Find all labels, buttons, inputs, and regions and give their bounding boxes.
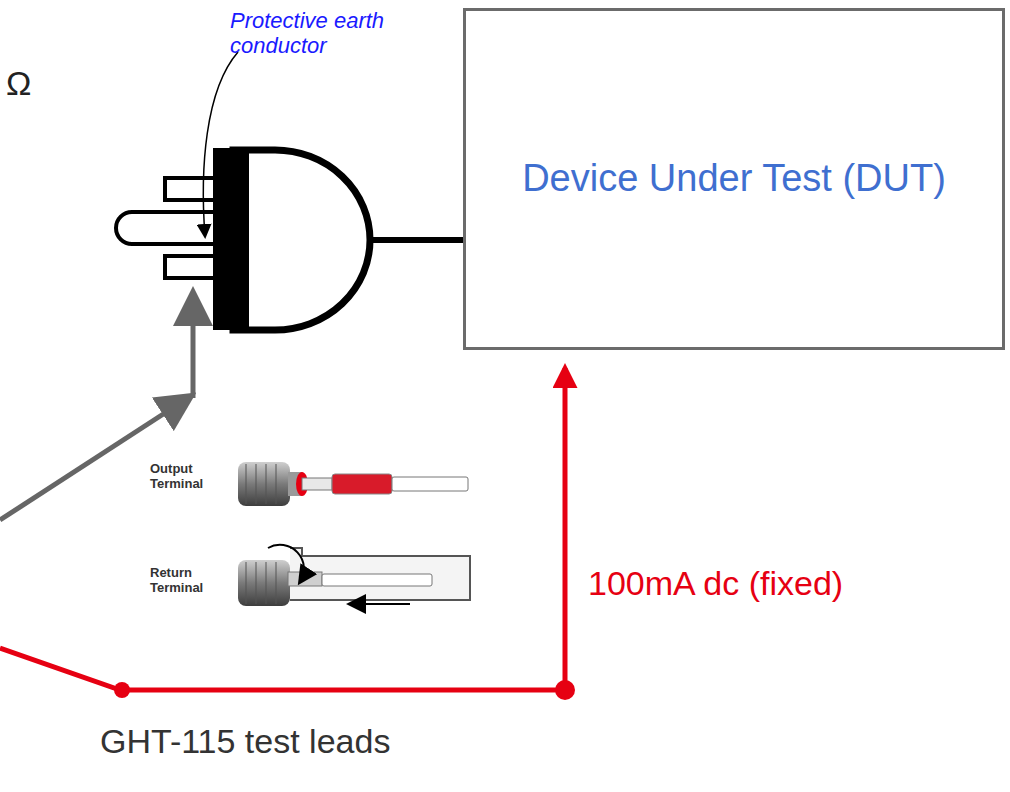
return-terminal: [238, 545, 470, 606]
test-lead: [0, 368, 575, 700]
callout-label: Protective earth conductor: [230, 8, 405, 59]
caption-label: GHT-115 test leads: [100, 722, 390, 761]
output-terminal: [238, 462, 468, 506]
box-text: Device Under Test (DUT): [522, 154, 946, 203]
terminal-label: Output Terminal: [150, 462, 230, 492]
current-label: 100mA dc (fixed): [588, 564, 843, 603]
plug: [116, 148, 464, 330]
leader-line: [203, 52, 238, 236]
terminal-label: Return Terminal: [150, 566, 230, 596]
device-box: Device Under Test (DUT): [463, 8, 1005, 350]
earth-lead: [0, 398, 188, 520]
earth-lead: [191, 296, 196, 398]
unit-symbol: Ω: [6, 64, 31, 103]
